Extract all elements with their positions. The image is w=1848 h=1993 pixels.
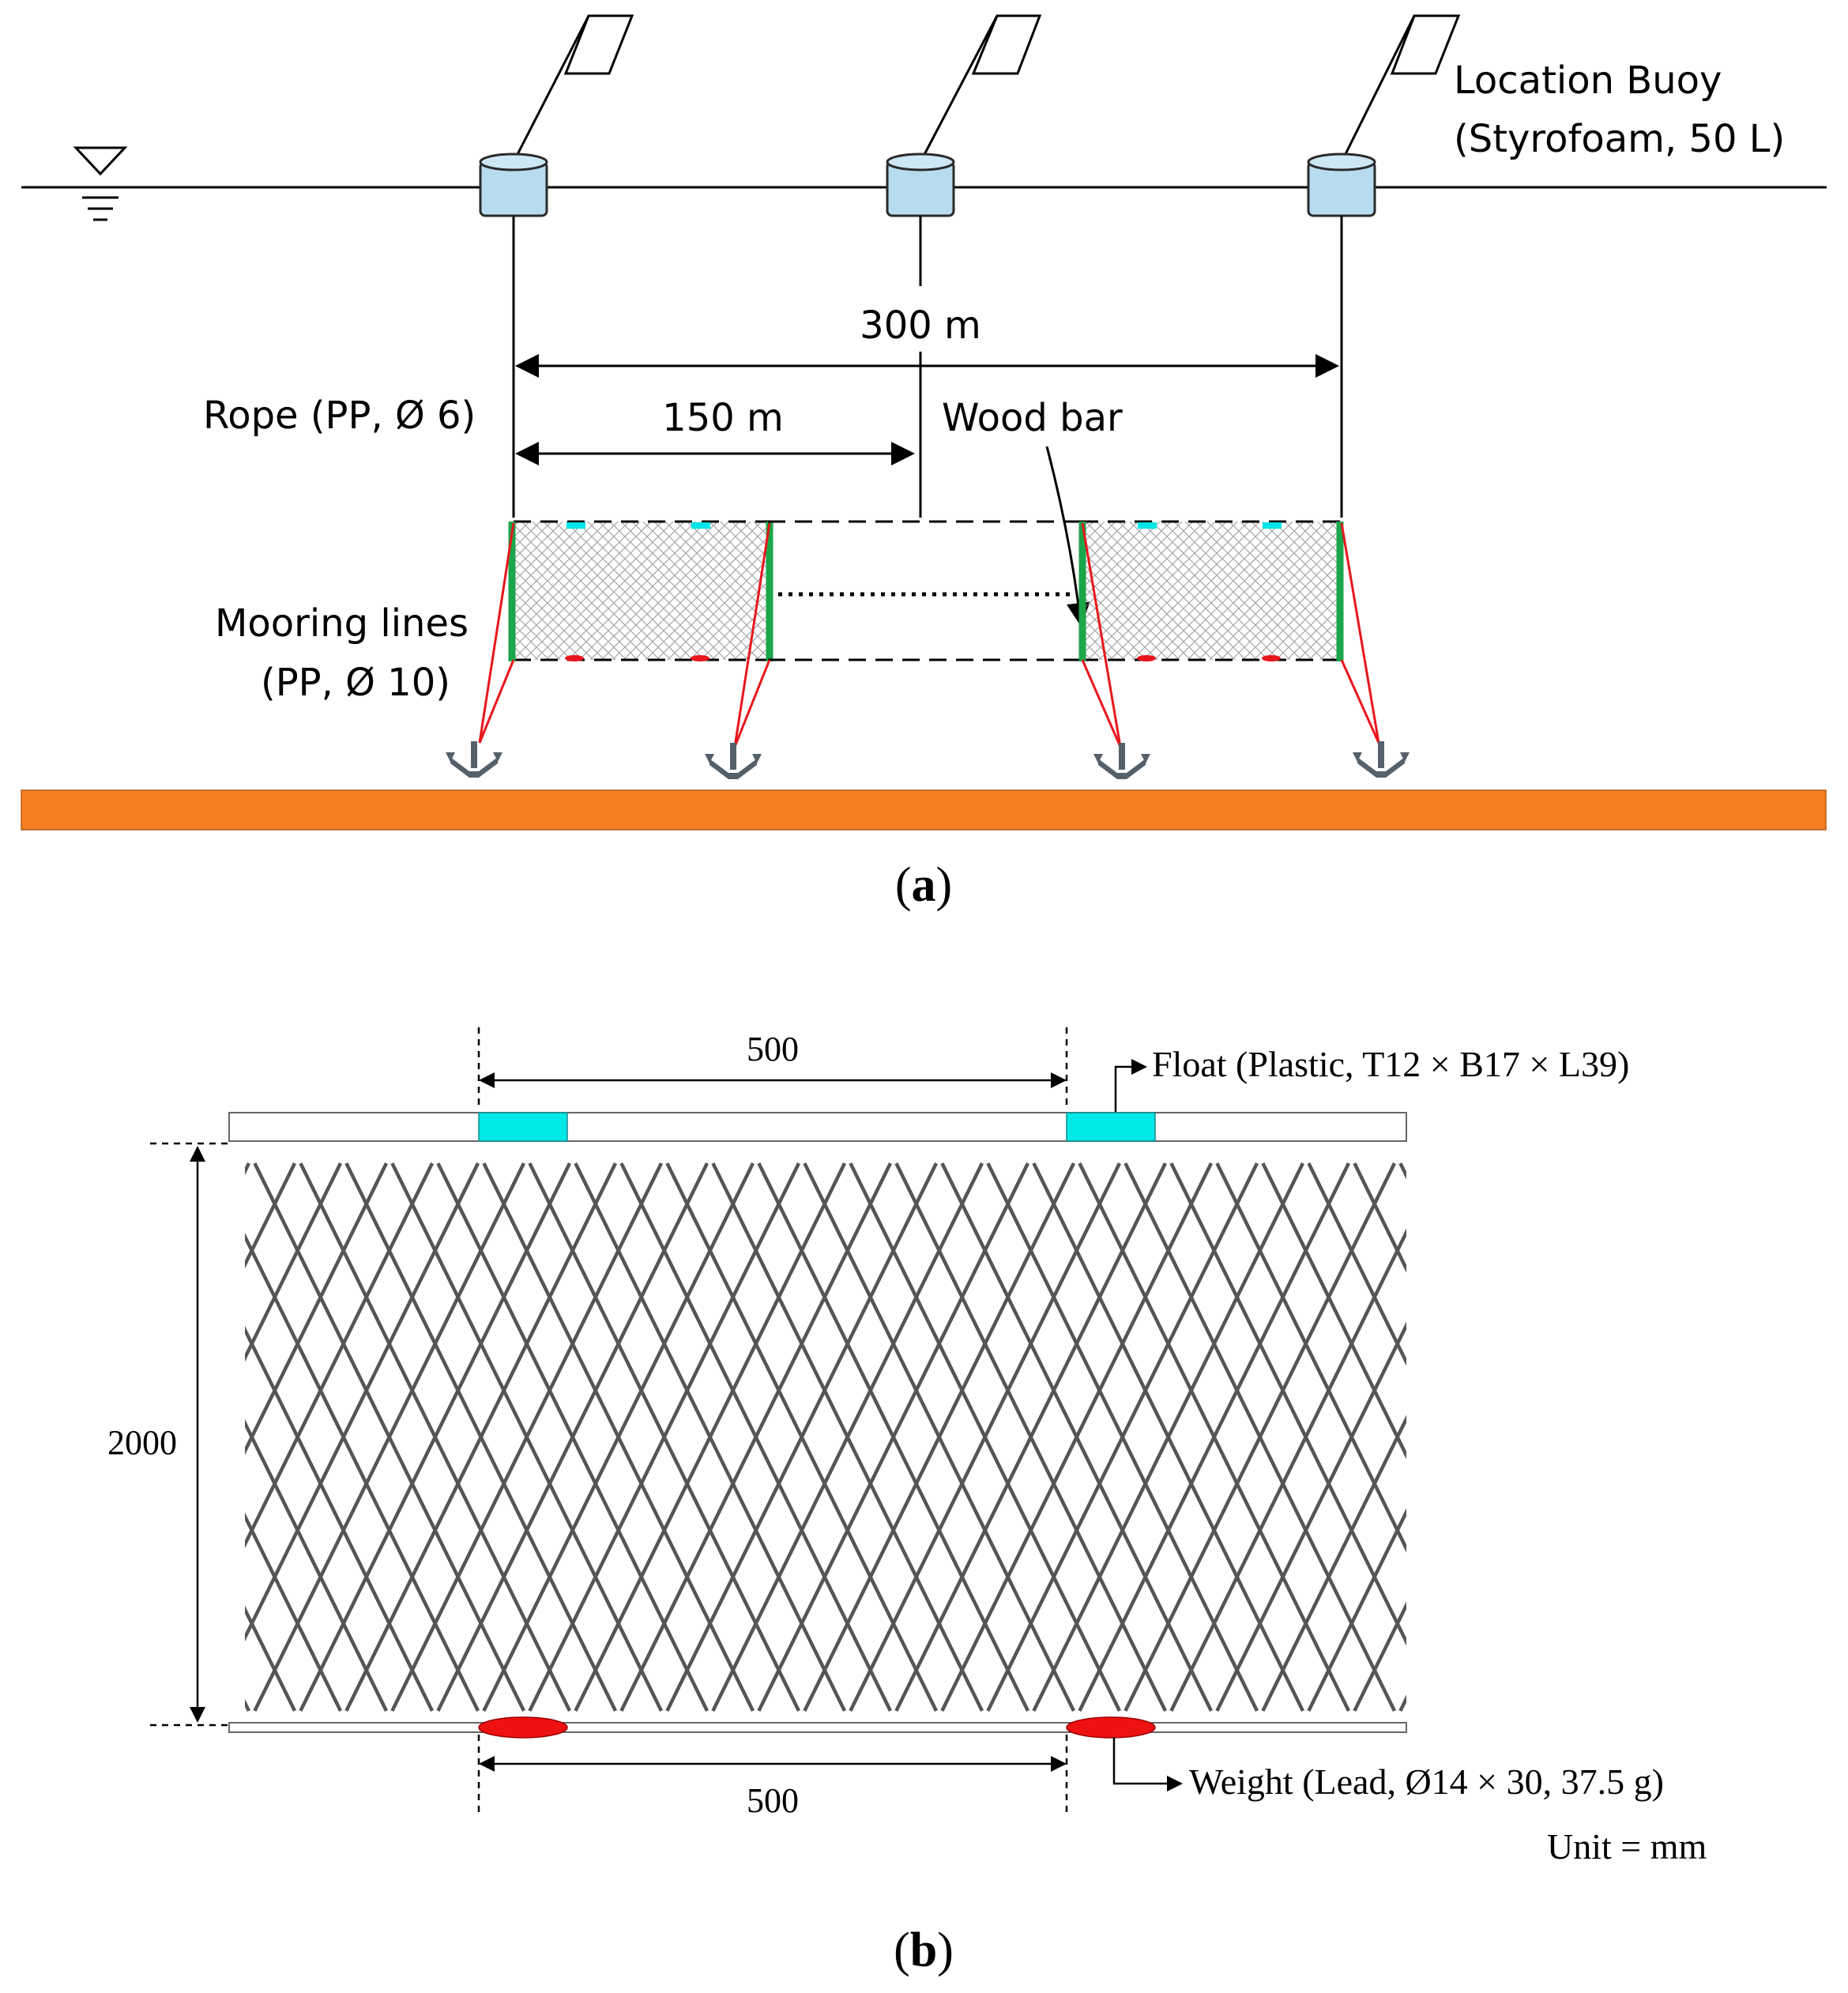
- panel-b-diagram: 500 Float (Plastic, T12 × B17 × L39) 200…: [107, 1027, 1715, 1977]
- mesh-strand: [245, 1162, 480, 1642]
- mesh-strand: [528, 1162, 801, 1712]
- mesh-strand: [482, 1162, 755, 1712]
- mesh-strand: [1261, 1415, 1406, 1712]
- float: [478, 1112, 568, 1142]
- float-marker: [1263, 522, 1282, 529]
- mesh-strand: [245, 1162, 389, 1456]
- mesh-strand: [1446, 1163, 1715, 1711]
- mesh-strand: [245, 1162, 343, 1362]
- mesh-strand: [1353, 1601, 1406, 1712]
- mesh-strand: [245, 1605, 297, 1712]
- mesh-strand: [1307, 1508, 1406, 1712]
- mesh-strand: [253, 1162, 526, 1712]
- mesh-strand: [1398, 1162, 1406, 1180]
- float-marker: [1138, 522, 1157, 529]
- span-half-label: 150 m: [662, 396, 784, 440]
- mesh-strand: [849, 1162, 1122, 1712]
- span-total-label: 300 m: [860, 303, 981, 348]
- weight-marker: [691, 655, 709, 661]
- mesh-strand: [245, 1162, 297, 1269]
- net-height-label: 2000: [107, 1423, 177, 1462]
- mesh-strand: [245, 1512, 343, 1712]
- caption-b-letter: b: [910, 1923, 937, 1977]
- svg-text:(b): (b): [894, 1923, 954, 1977]
- net-mesh: [245, 1162, 1715, 1712]
- weight-spacing-label: 500: [747, 1781, 799, 1820]
- flag-icon: [1390, 14, 1461, 75]
- mesh-strand: [757, 1162, 1030, 1712]
- anchor-icon: [446, 741, 502, 778]
- anchor-icon: [1093, 743, 1150, 779]
- buoy-label-line1: Location Buoy: [1454, 58, 1722, 103]
- mesh-strand: [1215, 1321, 1406, 1712]
- caption-a: (a): [895, 858, 952, 912]
- anchors: [446, 741, 1410, 779]
- caption-b: (b): [894, 1923, 954, 1977]
- mesh-strand: [940, 1162, 1214, 1712]
- mesh-strand: [619, 1162, 893, 1712]
- unit-label: Unit = mm: [1547, 1826, 1707, 1867]
- panel-a-diagram: Location Buoy (Styrofoam, 50 L) 300 m 15…: [21, 14, 1827, 912]
- mesh-strand: [1032, 1162, 1305, 1712]
- location-buoy-right: [1307, 14, 1461, 518]
- water-level-icon: [73, 146, 128, 176]
- mesh-strand: [1446, 1163, 1715, 1711]
- weight-label: Weight (Lead, Ø14 × 30, 37.5 g): [1189, 1761, 1664, 1802]
- mesh-strand: [299, 1162, 572, 1712]
- mesh-strand: [344, 1162, 618, 1712]
- seabed: [21, 789, 1827, 831]
- dimension-150m: 150 m: [515, 396, 915, 465]
- flag-icon: [563, 14, 634, 75]
- mesh-strand: [986, 1162, 1259, 1712]
- weight-marker: [1262, 655, 1281, 661]
- float-marker: [566, 522, 585, 529]
- weight: [1066, 1716, 1156, 1739]
- location-buoy-center: [886, 14, 1042, 518]
- caption-a-letter: a: [912, 858, 936, 912]
- anchor-icon: [705, 743, 762, 779]
- weight-marker: [565, 655, 584, 661]
- net-section-right: [1078, 520, 1344, 661]
- float-spacing-label: 500: [747, 1030, 799, 1068]
- flag-icon: [971, 14, 1042, 75]
- location-buoy-left: [479, 14, 634, 518]
- float: [1066, 1112, 1156, 1142]
- mooring-label-line1: Mooring lines: [215, 601, 469, 646]
- mesh-strand: [1169, 1228, 1406, 1712]
- mesh-strand: [436, 1162, 709, 1712]
- mesh-strand: [1398, 1694, 1406, 1712]
- mesh-strand: [711, 1162, 984, 1712]
- mesh-strand: [1307, 1162, 1406, 1366]
- mesh-strand: [665, 1162, 939, 1712]
- mooring-label-line2: (PP, Ø 10): [261, 661, 450, 705]
- anchor-icon: [1353, 741, 1410, 778]
- buoy-label-line2: (Styrofoam, 50 L): [1454, 117, 1785, 161]
- mooring-lines: [478, 522, 1380, 748]
- net-section-left: [508, 520, 773, 661]
- mesh-strand: [894, 1162, 1168, 1712]
- wood-bar-label: Wood bar: [942, 396, 1123, 440]
- float-marker: [691, 522, 710, 529]
- float-label: Float (Plastic, T12 × B17 × L39): [1152, 1044, 1629, 1084]
- rope-label: Rope (PP, Ø 6): [203, 394, 476, 438]
- wood-bar-pointer: [1045, 446, 1090, 627]
- footrope: [228, 1722, 1407, 1733]
- mesh-strand: [574, 1162, 847, 1712]
- float-pointer: [1114, 1059, 1147, 1126]
- weight: [478, 1716, 568, 1739]
- mesh-strand: [1123, 1162, 1397, 1712]
- weight-pointer: [1112, 1737, 1183, 1791]
- mesh-strand: [1078, 1162, 1351, 1712]
- mesh-strand: [390, 1162, 664, 1712]
- mesh-strand: [1353, 1162, 1406, 1273]
- buoy-flag-pole: [512, 15, 590, 163]
- headline-rope: [228, 1112, 1407, 1142]
- dimension-300m: 300 m: [515, 303, 1339, 378]
- mesh-strand: [803, 1162, 1076, 1712]
- weight-marker: [1137, 655, 1156, 661]
- mesh-strand: [245, 1162, 435, 1549]
- svg-text:(a): (a): [895, 858, 952, 912]
